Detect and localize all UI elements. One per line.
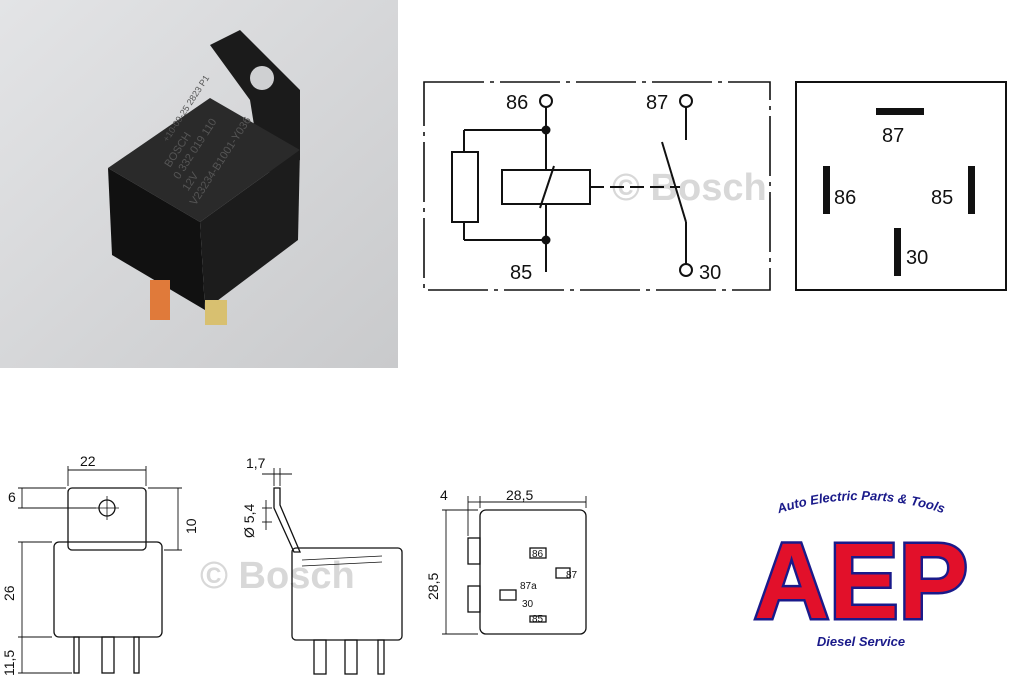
terminal-85-label: 85 xyxy=(510,262,532,284)
terminal-30-label: 30 xyxy=(699,262,721,284)
relay-pinout: 87 86 85 30 xyxy=(794,80,1010,292)
dim-22: 22 xyxy=(80,453,96,469)
logo-letters: AEP xyxy=(754,520,968,641)
dimension-drawing: © Bosch 22 6 xyxy=(1,453,587,676)
terminal-87-label: 87 xyxy=(646,92,668,114)
bottom-pin-87: 87 xyxy=(566,570,578,581)
dim-10: 10 xyxy=(183,518,199,534)
terminal-87 xyxy=(679,94,693,108)
dim-28-5-width: 28,5 xyxy=(506,487,533,503)
switch-contact xyxy=(661,141,687,223)
bottom-pin-85: 85 xyxy=(532,614,544,625)
aep-logo-drawing: Auto Electric Parts & Tools AEP Diesel S… xyxy=(752,488,971,649)
dim-6: 6 xyxy=(8,489,16,505)
pin-85-label: 85 xyxy=(931,187,953,209)
dim-26: 26 xyxy=(1,585,17,601)
pin-30-label: 30 xyxy=(906,247,928,269)
pin-87-label: 87 xyxy=(882,125,904,147)
schematic-drawing: © Bosch 86 85 87 30 xyxy=(423,81,771,291)
resistor xyxy=(451,151,479,223)
aep-logo: Auto Electric Parts & Tools AEP Diesel S… xyxy=(748,480,974,656)
terminal-30 xyxy=(679,263,693,277)
bottom-view xyxy=(442,496,587,635)
svg-text:Auto Electric Parts & Tools: Auto Electric Parts & Tools xyxy=(774,488,947,516)
dim-1-7: 1,7 xyxy=(246,455,266,471)
bottom-pin-86: 86 xyxy=(532,549,544,560)
relay-schematic: © Bosch 86 85 87 30 xyxy=(412,72,784,294)
pin-87-blade xyxy=(876,108,924,115)
pin-30-blade xyxy=(894,228,901,276)
logo-bottom-text: Diesel Service xyxy=(817,634,905,649)
logo-top-text: Auto Electric Parts & Tools xyxy=(774,488,947,516)
terminal-86 xyxy=(539,94,553,108)
bottom-pin-87a: 87a xyxy=(520,581,537,592)
dimension-drawings: © Bosch 22 6 xyxy=(0,440,600,695)
dim-hole-5-4: Ø 5,4 xyxy=(241,504,257,538)
pin-86-blade xyxy=(823,166,830,214)
relay-photo: BOSCH 0 332 019 110 12V V23234-B1001-Y03… xyxy=(0,0,398,368)
side-view xyxy=(262,468,403,675)
relay-photo-drawing: BOSCH 0 332 019 110 12V V23234-B1001-Y03… xyxy=(0,0,398,368)
dim-11-5: 11,5 xyxy=(1,650,17,676)
dim-28-5-height: 28,5 xyxy=(425,573,441,600)
bottom-pin-30: 30 xyxy=(522,599,534,610)
pinout-drawing: 87 86 85 30 xyxy=(795,81,1007,291)
pin-86-label: 86 xyxy=(834,187,856,209)
schematic-frame xyxy=(423,81,771,291)
front-view xyxy=(18,466,182,674)
dim-4: 4 xyxy=(440,487,448,503)
dimension-watermark: © Bosch xyxy=(200,555,355,597)
pin-85-blade xyxy=(968,166,975,214)
terminal-86-label: 86 xyxy=(506,92,528,114)
